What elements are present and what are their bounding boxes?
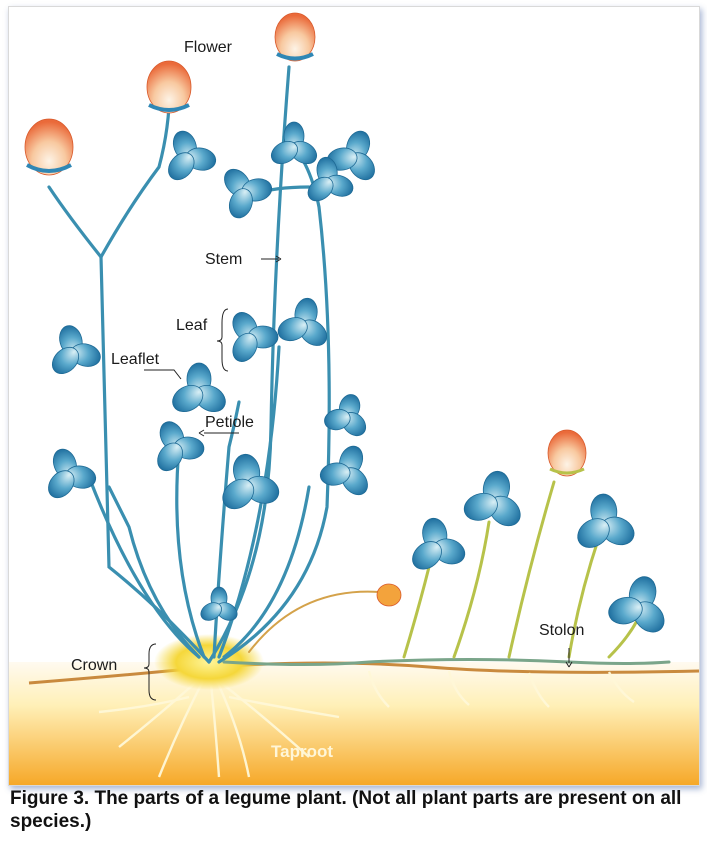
label-petiole: Petiole — [205, 414, 254, 431]
figure-frame: Flower Stem Leaf Leaflet Petiole Stolon … — [8, 6, 700, 786]
label-leaflet: Leaflet — [111, 351, 160, 368]
soil-band — [9, 662, 699, 785]
legume-plant-diagram: Flower Stem Leaf Leaflet Petiole Stolon … — [9, 7, 699, 785]
label-stolon: Stolon — [539, 622, 584, 639]
label-leaf: Leaf — [176, 317, 208, 334]
figure-caption: Figure 3. The parts of a legume plant. (… — [10, 787, 700, 856]
label-stem: Stem — [205, 251, 242, 268]
label-crown: Crown — [71, 657, 117, 674]
label-taproot: Taproot — [271, 742, 333, 761]
label-flower: Flower — [184, 39, 233, 56]
